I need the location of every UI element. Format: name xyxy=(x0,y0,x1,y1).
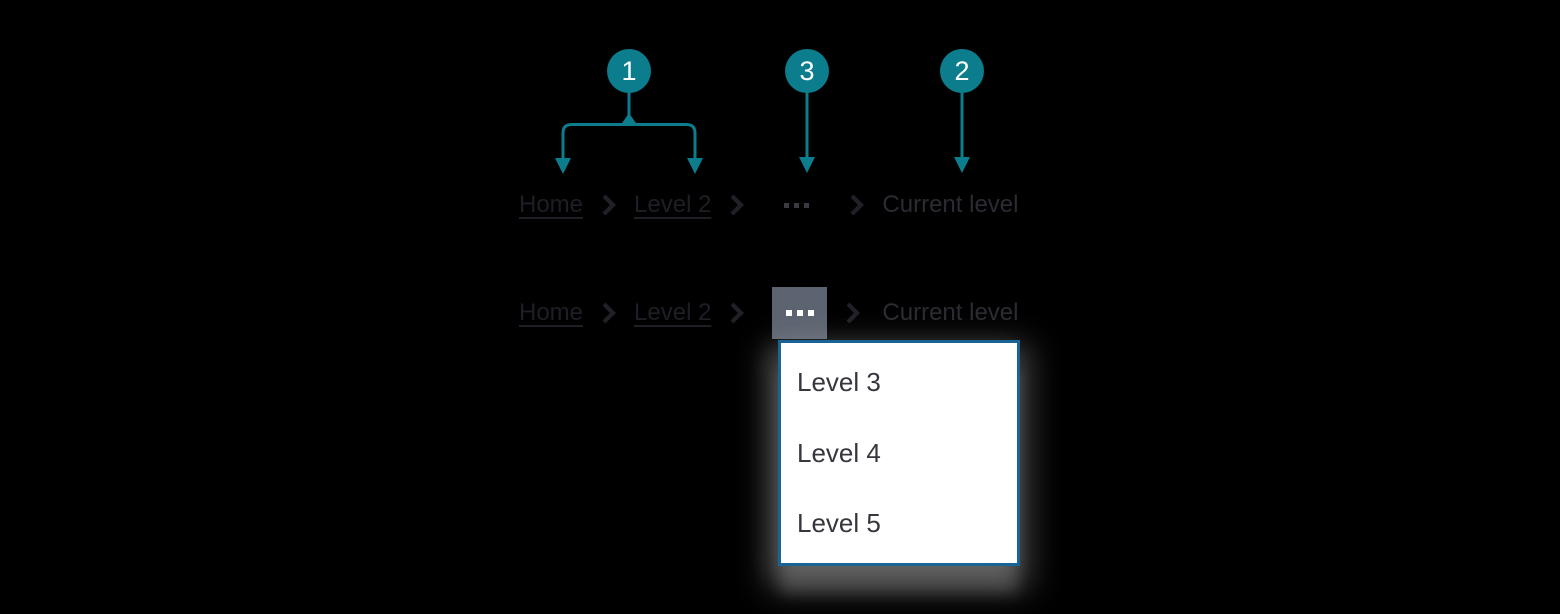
breadcrumb-link-level2[interactable]: Level 2 xyxy=(634,299,712,326)
callout-1-right-arrowhead xyxy=(687,158,703,174)
breadcrumb-link-level2[interactable]: Level 2 xyxy=(634,191,712,218)
callout-badge-1: 1 xyxy=(607,49,651,93)
breadcrumb-link-home[interactable]: Home xyxy=(519,191,584,218)
menu-item-level5[interactable]: Level 5 xyxy=(797,508,881,539)
breadcrumb-ellipsis-trigger[interactable] xyxy=(772,287,828,339)
ellipsis-dot xyxy=(796,310,803,316)
breadcrumb-link-home[interactable]: Home xyxy=(519,299,584,326)
callout-2-arrowhead xyxy=(954,157,970,173)
menu-item-level3[interactable]: Level 3 xyxy=(797,366,881,397)
callout-3-arrowhead xyxy=(799,157,815,173)
ellipsis-dot xyxy=(794,202,800,208)
breadcrumb-expanded: Home Level 2 Current level xyxy=(519,287,1018,339)
breadcrumb-current-level: Current level xyxy=(882,299,1019,326)
chevron-right-icon xyxy=(728,301,745,325)
callout-1-bracket-peak xyxy=(620,113,638,126)
callout-badge-2: 2 xyxy=(940,49,984,93)
breadcrumb-dropdown: Level 3 Level 4 Level 5 xyxy=(778,340,1020,566)
chevron-right-icon xyxy=(844,301,861,325)
ellipsis-dot xyxy=(785,310,792,316)
chevron-right-icon xyxy=(600,193,617,217)
callout-1-left-arrowhead xyxy=(555,158,571,174)
ellipsis-dot xyxy=(784,202,790,208)
callout-badge-3: 3 xyxy=(785,49,829,93)
breadcrumb-ellipsis[interactable] xyxy=(784,202,810,208)
callout-1-bracket xyxy=(561,123,697,159)
chevron-right-icon xyxy=(728,193,745,217)
chevron-right-icon xyxy=(600,301,617,325)
ellipsis-dot xyxy=(807,310,814,316)
menu-item-level4[interactable]: Level 4 xyxy=(797,437,881,468)
chevron-right-icon xyxy=(848,193,865,217)
breadcrumb-current-level: Current level xyxy=(882,191,1019,218)
breadcrumb-default: Home Level 2 Current level xyxy=(519,190,1018,220)
ellipsis-dot xyxy=(804,202,810,208)
